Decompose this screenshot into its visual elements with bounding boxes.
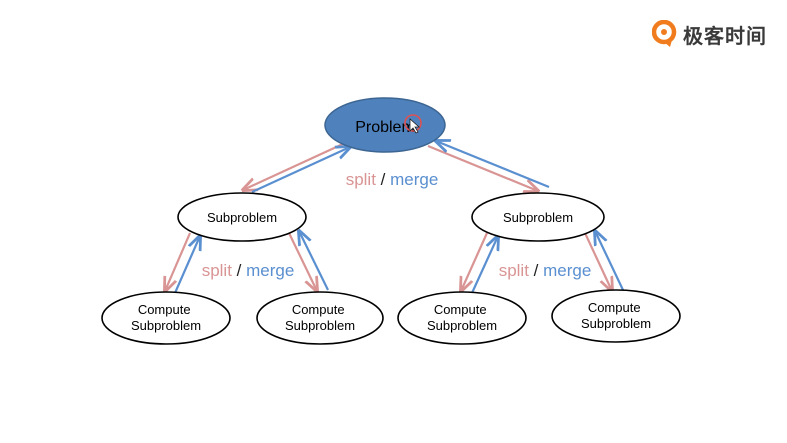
node-compute-rl-line2: Subproblem — [427, 318, 497, 333]
edge-label-top: split / merge — [346, 170, 439, 189]
split-label: split — [346, 170, 377, 189]
node-compute-ll-line2: Subproblem — [131, 318, 201, 333]
split-label: split — [499, 261, 530, 280]
node-subproblem-left-label: Subproblem — [207, 210, 277, 225]
edge-label-left: split / merge — [202, 261, 295, 280]
merge-label: merge — [246, 261, 294, 280]
cursor-indicator — [404, 114, 422, 134]
separator-label: / — [237, 261, 242, 280]
svg-text:Compute Subproblem: Compute Subproblem — [581, 300, 651, 331]
node-subproblem-right: Subproblem — [471, 192, 605, 242]
node-subproblem-left: Subproblem — [177, 192, 307, 242]
split-arrow-left-ll — [165, 232, 192, 291]
node-problem-label: Problem — [355, 119, 415, 136]
node-subproblem-right-label: Subproblem — [503, 210, 573, 225]
node-compute-ll-line1: Compute — [138, 302, 191, 317]
split-arrow-right-rr — [584, 232, 612, 291]
merge-arrow-left-root — [251, 147, 350, 193]
merge-arrow-right-root — [436, 141, 550, 189]
node-compute-rr-line1: Compute — [588, 300, 641, 315]
brand-name: 极客时间 — [683, 23, 767, 48]
split-arrow-root-right — [427, 144, 538, 191]
node-compute-rr: Compute Subproblem — [551, 289, 681, 343]
merge-label: merge — [543, 261, 591, 280]
split-arrow-root-left — [243, 142, 346, 190]
svg-text:Compute Subproblem: Compute Subproblem — [131, 302, 201, 333]
merge-label: merge — [390, 170, 438, 189]
split-label: split — [202, 261, 233, 280]
separator-label: / — [534, 261, 539, 280]
node-compute-lr-line2: Subproblem — [285, 318, 355, 333]
edge-label-right: split / merge — [499, 261, 592, 280]
merge-arrow-ll-left — [173, 236, 200, 294]
node-compute-rl: Compute Subproblem — [397, 291, 527, 345]
split-arrow-right-rl — [461, 232, 489, 291]
node-compute-rl-line1: Compute — [434, 302, 487, 317]
svg-text:Compute Subproblem: Compute Subproblem — [285, 302, 355, 333]
brand-logo-icon — [652, 20, 677, 47]
node-compute-ll: Compute Subproblem — [101, 291, 231, 345]
node-problem: Problem — [324, 97, 446, 153]
separator-label: / — [381, 170, 386, 189]
node-compute-rr-line2: Subproblem — [581, 316, 651, 331]
split-arrow-left-lr — [288, 232, 317, 291]
merge-arrow-rr-right — [595, 231, 624, 291]
merge-arrow-rl-right — [470, 236, 498, 294]
node-compute-lr: Compute Subproblem — [256, 291, 384, 345]
merge-arrow-lr-left — [299, 231, 329, 291]
svg-text:Compute Subproblem: Compute Subproblem — [427, 302, 497, 333]
node-compute-lr-line1: Compute — [292, 302, 345, 317]
brand-logo: 极客时间 — [652, 19, 767, 49]
